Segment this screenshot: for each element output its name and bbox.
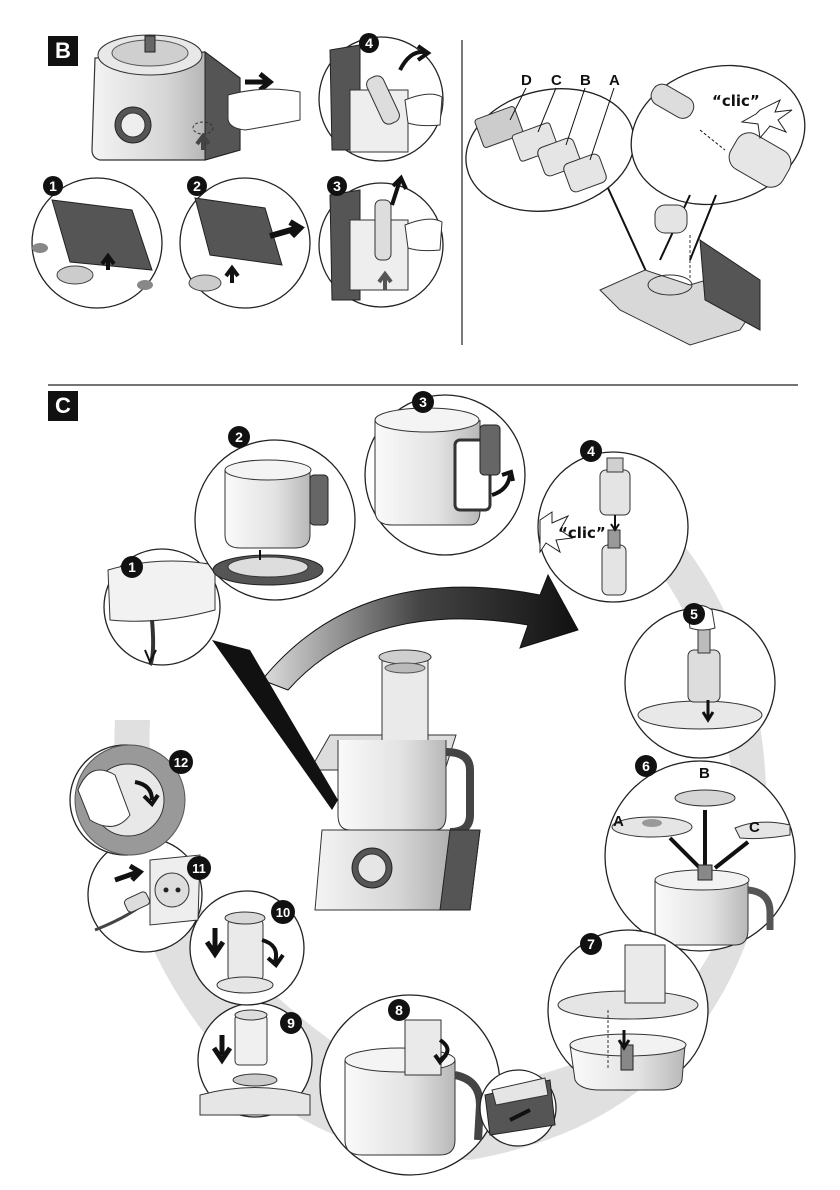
step-b4-number: 4 (365, 35, 373, 51)
click-label-b: “clic” (712, 92, 760, 110)
blade-inserts-oval: D C B A (465, 72, 635, 212)
step-c7-circle (547, 929, 709, 1091)
step-c3-number: 3 (419, 394, 427, 410)
blade-label-d: D (521, 72, 532, 89)
appliance-base-illustration (91, 34, 301, 161)
section-c-label: C (48, 391, 78, 421)
click-assembly-oval: “clic” (630, 64, 806, 206)
step-b4-circle (318, 36, 444, 162)
step-b3-circle (318, 174, 444, 308)
blade-label-c: C (551, 72, 562, 89)
food-processor-main (309, 649, 481, 911)
blade-holder-illustration (599, 187, 761, 346)
step-c11-circle (87, 837, 203, 953)
click-label-c: “clic” (558, 524, 606, 542)
section-b-label: B (48, 36, 78, 66)
step-c10-number: 10 (276, 905, 290, 920)
step-c11-number: 11 (192, 861, 206, 876)
step-c2-circle (194, 439, 356, 601)
step-c9-circle (197, 1002, 313, 1118)
step-b1-circle (31, 177, 163, 309)
step-c12-circle (69, 744, 186, 856)
step-c5-circle (624, 605, 776, 759)
step-c6-circle: A B C (604, 760, 796, 952)
step-c4-number: 4 (587, 443, 595, 459)
step-c9-number: 9 (287, 1015, 295, 1031)
disc-label-c: C (749, 819, 760, 836)
leader-step-1 (212, 640, 338, 810)
step-b1-number: 1 (49, 178, 57, 194)
step-c-badges: 1 2 3 4 5 6 7 8 9 10 11 12 (121, 391, 705, 1034)
step-b3-number: 3 (333, 178, 341, 194)
blade-label-a: A (609, 72, 620, 89)
step-c4-circle: “clic” (537, 451, 689, 603)
step-c7-number: 7 (587, 936, 595, 952)
step-c2-number: 2 (235, 429, 243, 445)
step-c3-circle (364, 394, 526, 556)
step-c1-number: 1 (128, 559, 136, 575)
step-c12-number: 12 (174, 755, 188, 770)
disc-label-a: A (613, 813, 624, 830)
step-b2-circle (179, 177, 311, 309)
shadow-band (114, 540, 767, 1160)
step-c8-detail-circle (479, 1069, 557, 1147)
sequence-arrow (261, 573, 579, 691)
step-c6-number: 6 (642, 758, 650, 774)
step-c5-number: 5 (690, 606, 698, 622)
step-c8-circle (319, 994, 501, 1176)
blade-label-b: B (580, 72, 591, 89)
step-b2-number: 2 (193, 178, 201, 194)
step-b-badges: 1 2 3 4 (43, 33, 379, 196)
disc-label-b: B (699, 765, 710, 782)
step-c8-number: 8 (395, 1002, 403, 1018)
